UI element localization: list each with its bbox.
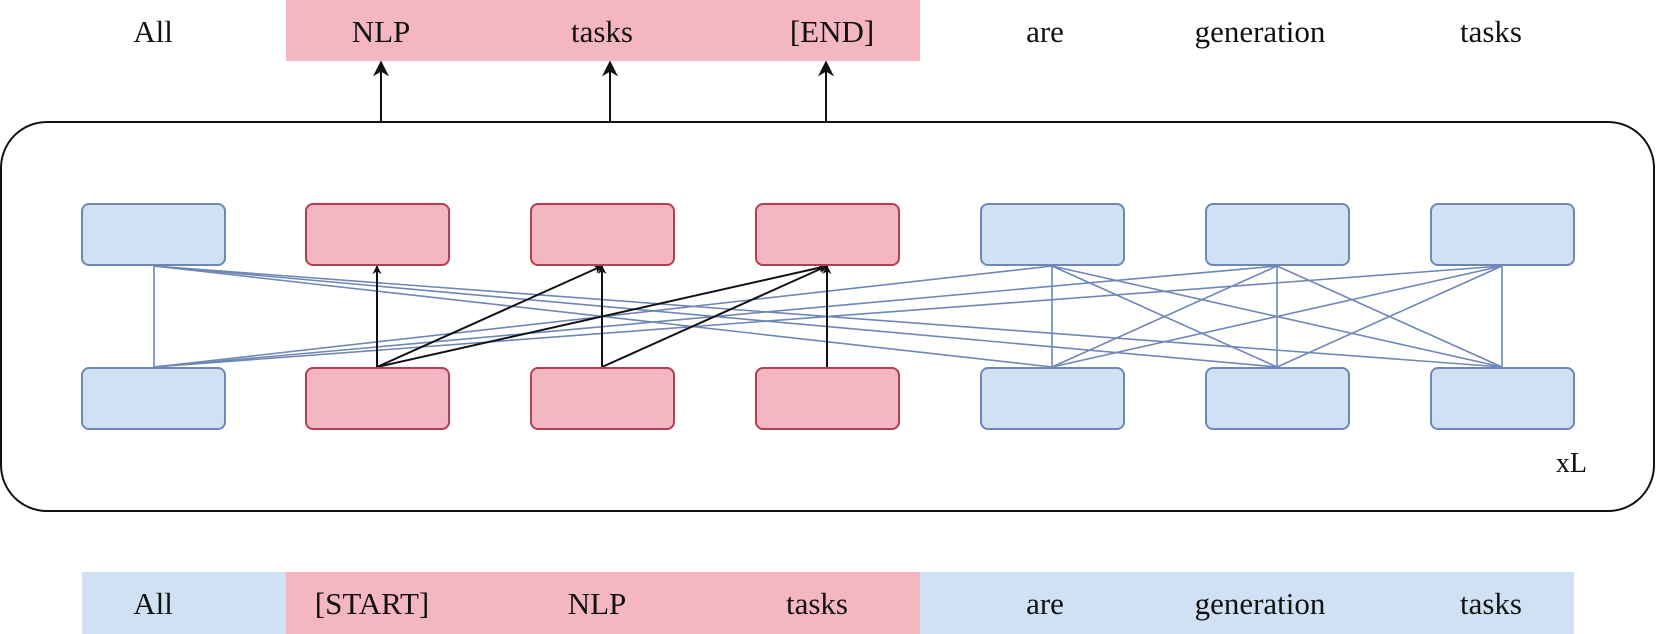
context-node [81, 203, 226, 266]
context-node [81, 367, 226, 430]
span-attention-arrows [372, 263, 832, 368]
span-node [305, 367, 450, 430]
transformer-block [0, 121, 1655, 512]
context-node [1430, 203, 1575, 266]
input-token-6: tasks [1460, 586, 1522, 621]
context-node [1430, 367, 1575, 430]
span-arrow [601, 265, 828, 368]
output-token-2: tasks [571, 14, 633, 49]
layer-count-label: xL [1556, 448, 1587, 479]
context-line [1051, 265, 1278, 368]
span-node [755, 367, 900, 430]
upper-node-row [81, 203, 1575, 266]
span-node [305, 203, 450, 266]
output-token-5: generation [1195, 14, 1326, 49]
context-line [1051, 265, 1503, 368]
span-node [755, 203, 900, 266]
output-token-6: tasks [1460, 14, 1522, 49]
output-arrows [373, 60, 834, 122]
output-token-1: NLP [352, 14, 411, 49]
input-token-0: All [133, 586, 173, 621]
context-line [1276, 265, 1503, 368]
input-token-5: generation [1195, 586, 1326, 621]
output-token-3: [END] [790, 14, 874, 49]
context-node [1205, 203, 1350, 266]
output-token-row: All NLP tasks [END] are generation tasks [133, 0, 1522, 61]
output-span-highlight [286, 0, 920, 61]
output-token-4: are [1026, 14, 1064, 49]
context-node [1205, 367, 1350, 430]
output-token-0: All [133, 14, 173, 49]
context-node [980, 203, 1125, 266]
input-token-4: are [1026, 586, 1064, 621]
span-arrow [376, 265, 603, 368]
span-node [530, 203, 675, 266]
context-node [980, 367, 1125, 430]
input-token-3: tasks [786, 586, 848, 621]
input-token-2: NLP [568, 586, 627, 621]
span-node [530, 367, 675, 430]
input-span-highlight [286, 572, 920, 634]
input-token-1: [START] [315, 586, 429, 621]
lower-node-row [81, 367, 1575, 430]
input-token-row: All [START] NLP tasks are generation tas… [82, 572, 1574, 634]
